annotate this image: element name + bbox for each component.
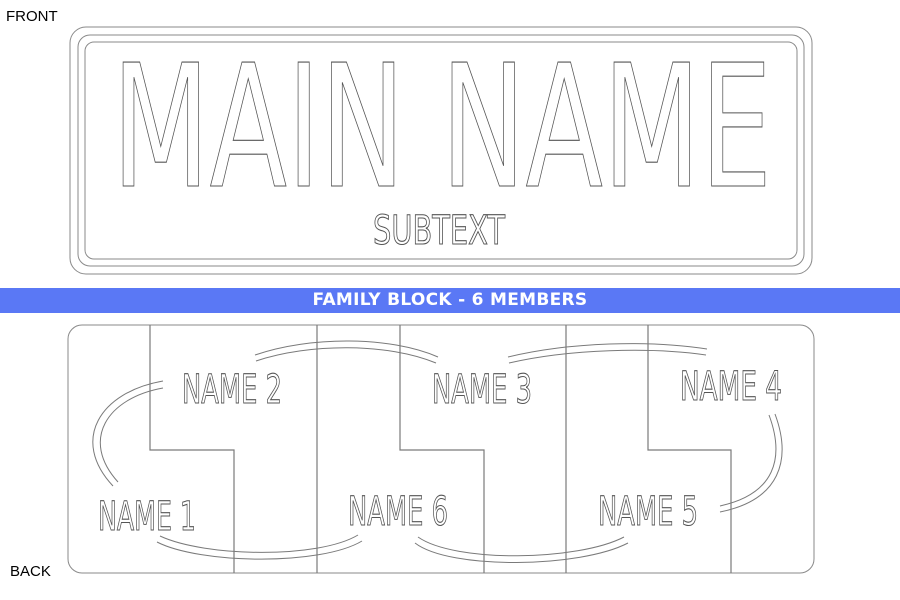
member-name-5: NAME 5 bbox=[598, 489, 698, 535]
main-name-text: MAIN NAME bbox=[112, 29, 772, 227]
back-plate-border bbox=[67, 324, 815, 574]
arc-band-4-5-outer bbox=[719, 413, 783, 513]
arc-band-3-4-outer bbox=[507, 343, 708, 358]
piece-divider-5 bbox=[647, 325, 732, 573]
arc-band-3-4-inner bbox=[508, 349, 707, 364]
arc-band-2-3-outer bbox=[254, 340, 439, 358]
front-plate: MAIN NAME SUBTEXT bbox=[69, 26, 813, 275]
front-plate-inner-border bbox=[77, 34, 805, 267]
member-name-1: NAME 1 bbox=[98, 494, 196, 540]
arc-band-2-3-inner bbox=[255, 347, 437, 364]
piece-divider-3 bbox=[399, 325, 485, 573]
front-label: FRONT bbox=[6, 8, 58, 25]
member-name-4: NAME 4 bbox=[680, 364, 782, 410]
arc-band-5-6-outer bbox=[414, 542, 629, 563]
member-name-6: NAME 6 bbox=[348, 489, 448, 535]
arc-band-1-2-outer bbox=[92, 380, 164, 487]
family-block-banner: FAMILY BLOCK - 6 MEMBERS bbox=[0, 288, 900, 313]
front-plate-text-border bbox=[84, 41, 798, 260]
back-label: BACK bbox=[10, 563, 51, 580]
piece-divider-1 bbox=[149, 325, 235, 573]
arc-band-1-2-inner bbox=[99, 387, 164, 483]
front-plate-outer-border bbox=[69, 26, 813, 275]
back-plate: NAME 1 NAME 2 NAME 3 NAME 4 NAME 5 NAME … bbox=[67, 324, 815, 574]
arc-band-4-5-inner bbox=[719, 414, 777, 507]
arc-band-6-1-inner bbox=[159, 534, 359, 553]
subtext-text: SUBTEXT bbox=[373, 208, 505, 254]
arc-band-5-6-inner bbox=[417, 536, 625, 557]
member-name-3: NAME 3 bbox=[432, 367, 532, 413]
member-name-2: NAME 2 bbox=[182, 367, 282, 413]
arc-band-6-1-outer bbox=[156, 540, 363, 560]
